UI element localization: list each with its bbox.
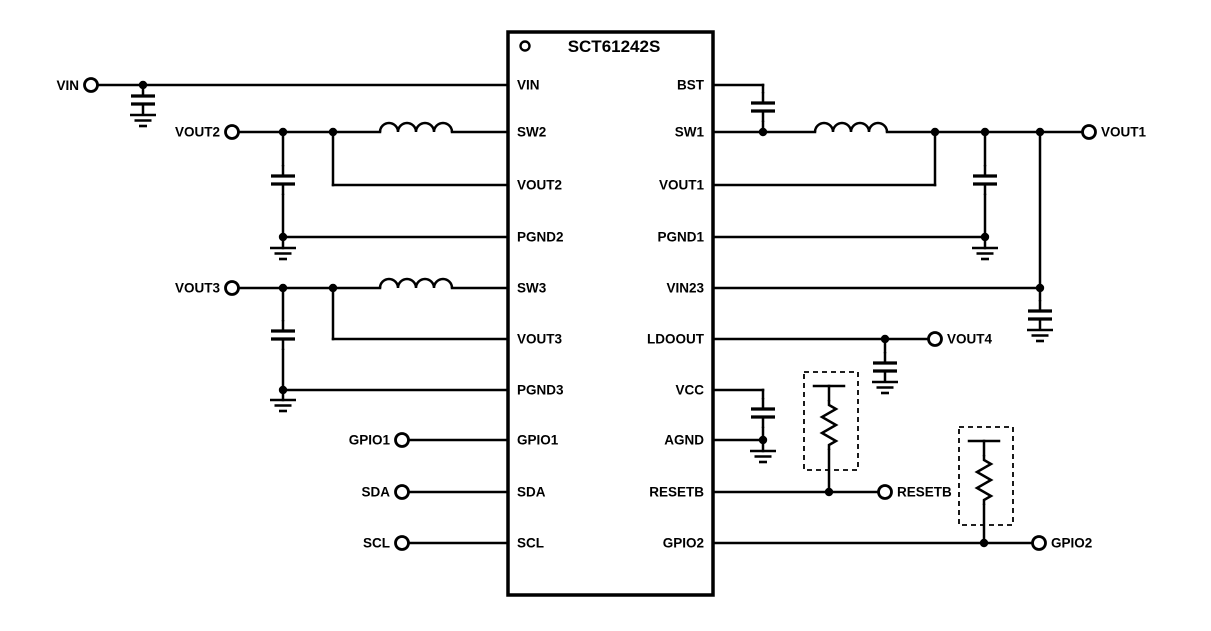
- ic-title: SCT61242S: [568, 37, 661, 56]
- junction-resetb-pullup: [824, 487, 834, 497]
- terminal-label-scl: SCL: [363, 536, 390, 551]
- optional-box-gpio2-pullup: [958, 426, 1014, 526]
- optional-box-resetb-pullup: [803, 371, 859, 471]
- terminal-vout1: [1081, 124, 1097, 140]
- net-vcc: [711, 388, 765, 442]
- terminal-label-vin: VIN: [56, 78, 79, 93]
- junction-vout1-vin23: [1035, 127, 1045, 137]
- pin-label-vcc: VCC: [675, 383, 704, 398]
- components: [128, 83, 1055, 526]
- pin-label-sw2: SW2: [517, 125, 546, 140]
- capacitor-bst: [749, 90, 777, 124]
- net-vin23: [711, 130, 1042, 302]
- ic-body: [506, 30, 715, 597]
- terminal-label-vout4: VOUT4: [947, 332, 993, 347]
- inductor-sw3: [378, 277, 454, 290]
- pin-label-scl: SCL: [517, 536, 544, 551]
- junction-pgnd2: [278, 232, 288, 242]
- net-ldoout: [711, 337, 930, 354]
- external-labels: VIN VOUT2 VOUT3 GPIO1 SDA SCL VOUT1 VOUT…: [56, 78, 1146, 551]
- net-sw2-vout2: [237, 130, 510, 239]
- terminal-vin: [83, 77, 99, 93]
- junction-pgnd1: [980, 232, 990, 242]
- capacitor-vout4: [871, 350, 899, 384]
- pin-label-vout1: VOUT1: [659, 178, 705, 193]
- pullup-resistor-resetb: [820, 398, 838, 452]
- pin-label-pgnd2: PGND2: [517, 230, 564, 245]
- terminal-label-vout3: VOUT3: [175, 281, 221, 296]
- net-pgnd3: [281, 388, 510, 402]
- junction-vout1-cap: [980, 127, 990, 137]
- pin-label-agnd: AGND: [664, 433, 704, 448]
- capacitor-vin23: [1026, 298, 1054, 332]
- pin-label-pgnd3: PGND3: [517, 383, 564, 398]
- pin-label-bst: BST: [677, 78, 705, 93]
- junction-vin23-cap: [1035, 283, 1045, 293]
- ground-vout4: [870, 380, 900, 395]
- terminal-vout4: [927, 331, 943, 347]
- capacitor-vout2: [269, 163, 297, 197]
- capacitor-vout1: [971, 163, 999, 197]
- net-pgnd1: [711, 235, 987, 250]
- junction-gpio2-pullup: [979, 538, 989, 548]
- terminal-resetb: [877, 484, 893, 500]
- junction-vout4-cap: [880, 334, 890, 344]
- terminal-label-vout1: VOUT1: [1101, 125, 1147, 140]
- capacitor-vcc: [749, 396, 777, 430]
- terminal-label-gpio2: GPIO2: [1051, 536, 1092, 551]
- terminal-scl: [394, 535, 410, 551]
- inductor-sw2: [378, 121, 454, 134]
- junction-pgnd3: [278, 385, 288, 395]
- ground-vin: [128, 113, 158, 128]
- terminal-label-sda: SDA: [361, 485, 390, 500]
- pin-label-vin: VIN: [517, 78, 540, 93]
- pin-label-pgnd1: PGND1: [657, 230, 704, 245]
- junction-vout3-fb: [328, 283, 338, 293]
- pin-label-gpio1: GPIO1: [517, 433, 559, 448]
- junction-vcc-agnd: [758, 435, 768, 445]
- pin-label-vout3: VOUT3: [517, 332, 563, 347]
- pin-label-sw1: SW1: [675, 125, 705, 140]
- junction-vout2-fb: [328, 127, 338, 137]
- pin-label-sda: SDA: [517, 485, 546, 500]
- terminal-vout3: [224, 280, 240, 296]
- junction-vout3-cap: [278, 283, 288, 293]
- pin-label-resetb: RESETB: [649, 485, 704, 500]
- net-resetb: [711, 384, 880, 494]
- net-sw3-vout3: [237, 286, 510, 392]
- junction-vout1-fb: [930, 127, 940, 137]
- ground-vin23: [1025, 328, 1055, 343]
- terminal-label-vout2: VOUT2: [175, 125, 220, 140]
- net-bst: [711, 83, 765, 134]
- terminal-gpio2: [1031, 535, 1047, 551]
- inductor-sw1: [813, 121, 889, 134]
- capacitor-vin: [129, 83, 157, 117]
- terminal-label-resetb: RESETB: [897, 485, 952, 500]
- net-pgnd2: [281, 235, 510, 250]
- net-gpio2: [711, 439, 1034, 545]
- capacitor-vout3: [269, 318, 297, 352]
- terminal-sda: [394, 484, 410, 500]
- junction-bst-sw1: [758, 127, 768, 137]
- pin-label-sw3: SW3: [517, 281, 547, 296]
- net-agnd: [711, 438, 765, 453]
- pin-label-vin23: VIN23: [666, 281, 704, 296]
- ground-pgnd1: [970, 246, 1000, 261]
- net-sw1-vout1: [711, 130, 1084, 239]
- pin-label-vout2: VOUT2: [517, 178, 562, 193]
- pin1-marker-icon: [519, 40, 531, 52]
- ground-agnd: [748, 449, 778, 464]
- junction-vin-cap: [138, 80, 148, 90]
- pin-label-gpio2: GPIO2: [663, 536, 704, 551]
- pin-label-ldoout: LDOOUT: [647, 332, 705, 347]
- terminal-label-gpio1: GPIO1: [349, 433, 391, 448]
- junction-vout2-cap: [278, 127, 288, 137]
- ground-pgnd2: [268, 246, 298, 261]
- chip: SCT61242S VIN SW2 VOUT2 PGND2 SW3 VOUT3 …: [506, 30, 715, 597]
- ground-pgnd3: [268, 398, 298, 413]
- terminal-vout2: [224, 124, 240, 140]
- terminal-gpio1: [394, 432, 410, 448]
- pullup-resistor-gpio2: [975, 453, 993, 507]
